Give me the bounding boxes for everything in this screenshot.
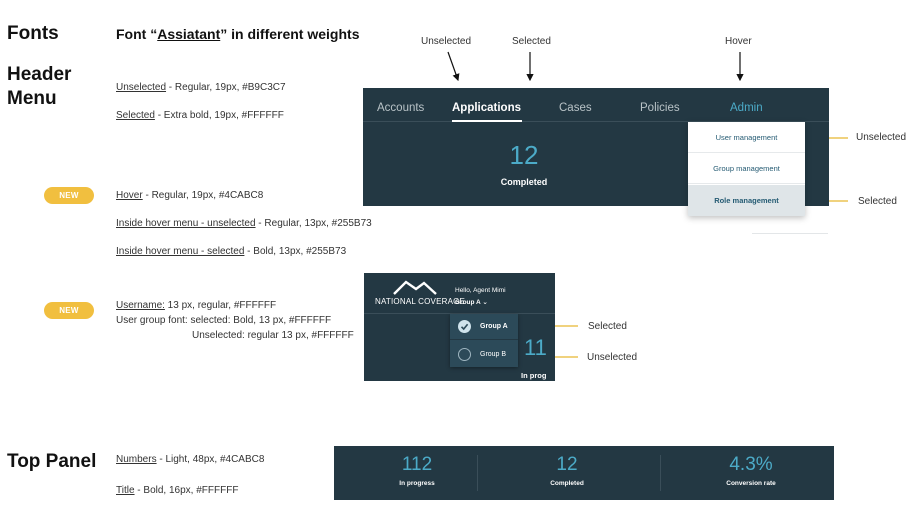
spec-label: Title (116, 485, 135, 496)
partial-stat-value: 11 (524, 335, 547, 360)
spec-user-group-selected: User group font: selected: Bold, 13 px, … (116, 315, 332, 326)
new-badge: NEW (44, 187, 94, 204)
top-panel-heading: Top Panel (7, 451, 97, 472)
stat-label: Conversion rate (726, 480, 776, 487)
stat-value: 12 (509, 140, 539, 170)
stat-completed: 12 Completed (484, 446, 650, 500)
spec-label: Numbers (116, 454, 157, 465)
menu-item-group-management[interactable]: Group management (688, 153, 805, 184)
stat-label: Completed (500, 177, 548, 187)
fonts-heading: Fonts (7, 23, 59, 44)
divider (660, 455, 661, 491)
font-title-prefix: Font “ (116, 26, 158, 42)
spec-selected: Selected - Extra bold, 19px, #FFFFFF (116, 109, 284, 123)
group-selector[interactable]: Group A ⌄ (455, 298, 488, 306)
spec-menu-unselected: Inside hover menu - unselected - Regular… (116, 217, 372, 231)
spec-menu-selected: Inside hover menu - selected - Bold, 13p… (116, 245, 346, 259)
spec-label: Username: (116, 300, 165, 311)
spec-desc: - Regular, 19px, #B9C3C7 (166, 82, 286, 93)
stat-value: 12 (556, 454, 578, 475)
callout-group-unselected: Unselected (587, 352, 638, 363)
stat-label: In progress (399, 480, 435, 487)
header-menu-heading: Header Menu (7, 64, 72, 109)
spec-desc: - Light, 48px, #4CABC8 (156, 454, 265, 465)
spec-label: Inside hover menu - unselected (116, 218, 256, 229)
partial-stat-label: In prog (521, 371, 547, 380)
annotation-unselected: Unselected (421, 36, 472, 47)
menu-item-role-management[interactable]: Role management (688, 185, 805, 216)
callout-selected: Selected (858, 196, 897, 207)
nav-bar: Accounts Applications Cases Policies Adm… (363, 88, 829, 122)
spec-desc: - Extra bold, 19px, #FFFFFF (154, 110, 284, 121)
spec-label: Selected (116, 110, 155, 121)
spec-desc: - Regular, 19px, #4CABC8 (142, 190, 264, 201)
spec-title: Title - Bold, 16px, #FFFFFF (116, 484, 238, 498)
selected-underline (452, 120, 522, 122)
spec-username: Username: 13 px, regular, #FFFFFF (116, 299, 276, 313)
logo: NATIONAL COVERAGE (375, 297, 466, 306)
stat-value: 112 (401, 454, 433, 475)
nav-item-admin[interactable]: Admin (730, 102, 763, 114)
divider (364, 313, 555, 314)
nav-item-policies[interactable]: Policies (640, 102, 680, 114)
spec-desc: - Bold, 16px, #FFFFFF (134, 485, 239, 496)
spec-numbers: Numbers - Light, 48px, #4CABC8 (116, 453, 264, 467)
spec-hover: Hover - Regular, 19px, #4CABC8 (116, 189, 263, 203)
divider (477, 455, 478, 491)
group-selector-label: Group A (455, 299, 481, 306)
spec-unselected: Unselected - Regular, 19px, #B9C3C7 (116, 81, 286, 95)
spec-desc: - Regular, 13px, #255B73 (255, 218, 372, 229)
callout-group-selected: Selected (588, 321, 627, 332)
spec-user-group-unselected: Unselected: regular 13 px, #FFFFFF (192, 330, 354, 341)
stat-label: Completed (550, 480, 584, 487)
menu-item-user-management[interactable]: User management (688, 122, 805, 153)
new-badge: NEW (44, 302, 94, 319)
annotation-selected: Selected (512, 36, 551, 47)
spec-desc: 13 px, regular, #FFFFFF (164, 300, 277, 311)
font-title-name: Assiatant (157, 26, 221, 42)
spec-label: Unselected (116, 82, 167, 93)
group-dropdown: Group A Group B (450, 314, 518, 367)
nav-item-applications[interactable]: Applications (452, 102, 522, 114)
spec-desc: - Bold, 13px, #255B73 (244, 246, 347, 257)
spec-label: Hover (116, 190, 143, 201)
divider (752, 233, 828, 234)
spec-label: Inside hover menu - selected (116, 246, 245, 257)
group-option-label: Group A (480, 323, 508, 330)
group-option-a[interactable]: Group A (450, 314, 518, 340)
chevron-down-icon: ⌄ (482, 299, 488, 306)
group-option-b[interactable]: Group B (450, 341, 518, 367)
font-title: Font “Assiatant” in different weights (116, 26, 359, 42)
group-option-label: Group B (480, 350, 507, 358)
nav-item-accounts[interactable]: Accounts (377, 102, 425, 114)
top-panel-mock: 112 In progress 12 Completed 4.3% Conver… (334, 446, 834, 500)
nav-item-cases[interactable]: Cases (559, 102, 592, 114)
check-icon (458, 320, 471, 333)
stat-in-progress: 112 In progress (334, 446, 500, 500)
username: Hello, Agent Mimi (455, 287, 506, 294)
logo-roof-icon (393, 280, 437, 295)
font-title-suffix: ” in different weights (220, 26, 360, 42)
radio-icon (458, 347, 471, 361)
annotation-hover: Hover (725, 36, 752, 47)
user-header-mock: NATIONAL COVERAGE Hello, Agent Mimi Grou… (364, 273, 555, 381)
callout-unselected: Unselected (856, 132, 907, 143)
stat-conversion-rate: 4.3% Conversion rate (668, 446, 834, 500)
stat-value: 4.3% (729, 454, 773, 475)
admin-dropdown-menu: User management Group management Role ma… (688, 122, 805, 216)
